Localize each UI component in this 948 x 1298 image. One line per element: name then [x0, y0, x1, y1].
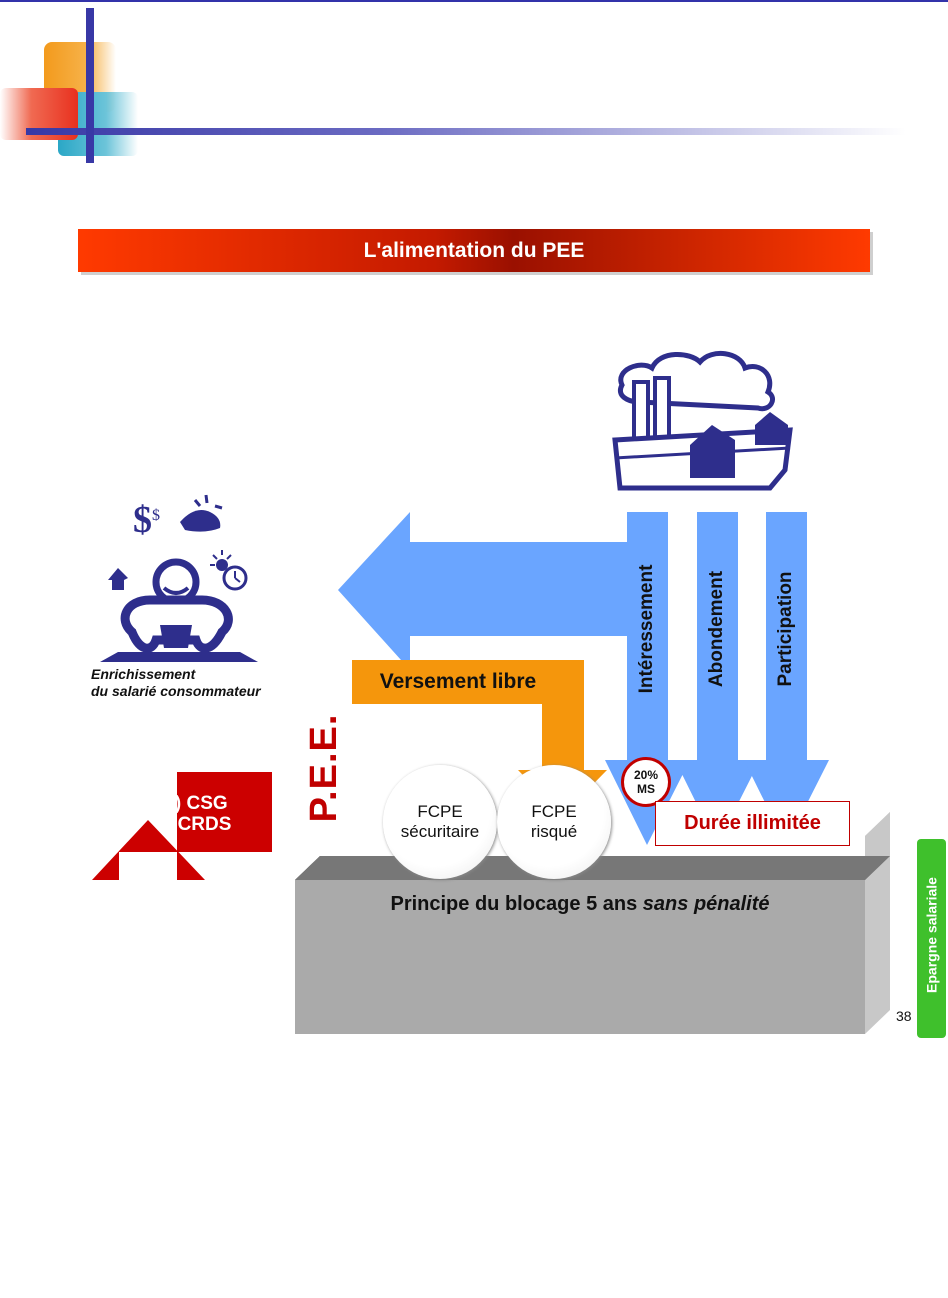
csg-line1: (-) CSG: [162, 793, 228, 814]
ms-badge: 20% MS: [621, 757, 671, 807]
fcpe-risque-circle: FCPE risqué: [497, 765, 611, 879]
salarie-caption-line1: Enrichissement: [91, 666, 196, 682]
pee-vertical-label: P.E.E.: [303, 713, 345, 823]
decor-horizontal-line: [26, 128, 906, 135]
side-tab[interactable]: Epargne salariale: [917, 839, 946, 1038]
page-title: L'alimentation du PEE: [363, 238, 585, 262]
svg-text:$: $: [152, 507, 160, 524]
salarie-caption: Enrichissement du salarié consommateur: [91, 666, 261, 700]
versement-libre-label: Versement libre: [379, 670, 537, 693]
ms-badge-percent: 20%: [633, 768, 659, 782]
decor-vertical-line: [86, 8, 94, 163]
csg-crds-label: (-) CSG & CRDS: [120, 793, 270, 835]
company-buildings-icon: [612, 351, 793, 491]
principe-blocage: Principe du blocage 5 ans sans pénalité: [295, 893, 865, 916]
abondement-arrow: [675, 512, 760, 845]
participation-arrow: [744, 512, 829, 845]
side-tab-label: Epargne salariale: [923, 877, 940, 993]
salarie-caption-line2: du salarié consommateur: [91, 683, 261, 699]
blue-left-arrow: [338, 512, 650, 670]
pee-front-face: [295, 880, 865, 1034]
fcpe-risque-line2: risqué: [530, 822, 578, 841]
principe-text: Principe du blocage 5 ans: [390, 893, 638, 915]
fcpe-securitaire-line2: sécuritaire: [400, 822, 480, 841]
consumer-person-icon: $ $: [100, 494, 258, 662]
duree-illimitee-box: Durée illimitée: [655, 801, 850, 846]
csg-crds-arrow: [92, 772, 272, 880]
participation-label: Participation: [775, 571, 796, 687]
abondement-label: Abondement: [706, 570, 727, 688]
svg-text:$: $: [133, 499, 152, 541]
principe-italic: sans pénalité: [642, 893, 770, 915]
page-number: 38: [896, 1008, 912, 1024]
ms-badge-text: MS: [637, 782, 655, 796]
top-rule: [0, 0, 948, 2]
interessement-arrow: [605, 512, 690, 845]
pee-side-face: [865, 856, 890, 1034]
fcpe-risque-line1: FCPE: [531, 802, 577, 821]
fcpe-securitaire-line1: FCPE: [417, 802, 463, 821]
fcpe-securitaire-circle: FCPE sécuritaire: [383, 765, 497, 879]
title-banner: L'alimentation du PEE: [78, 229, 870, 272]
interessement-label: Intéressement: [636, 564, 657, 694]
csg-line2: & CRDS: [158, 814, 232, 835]
